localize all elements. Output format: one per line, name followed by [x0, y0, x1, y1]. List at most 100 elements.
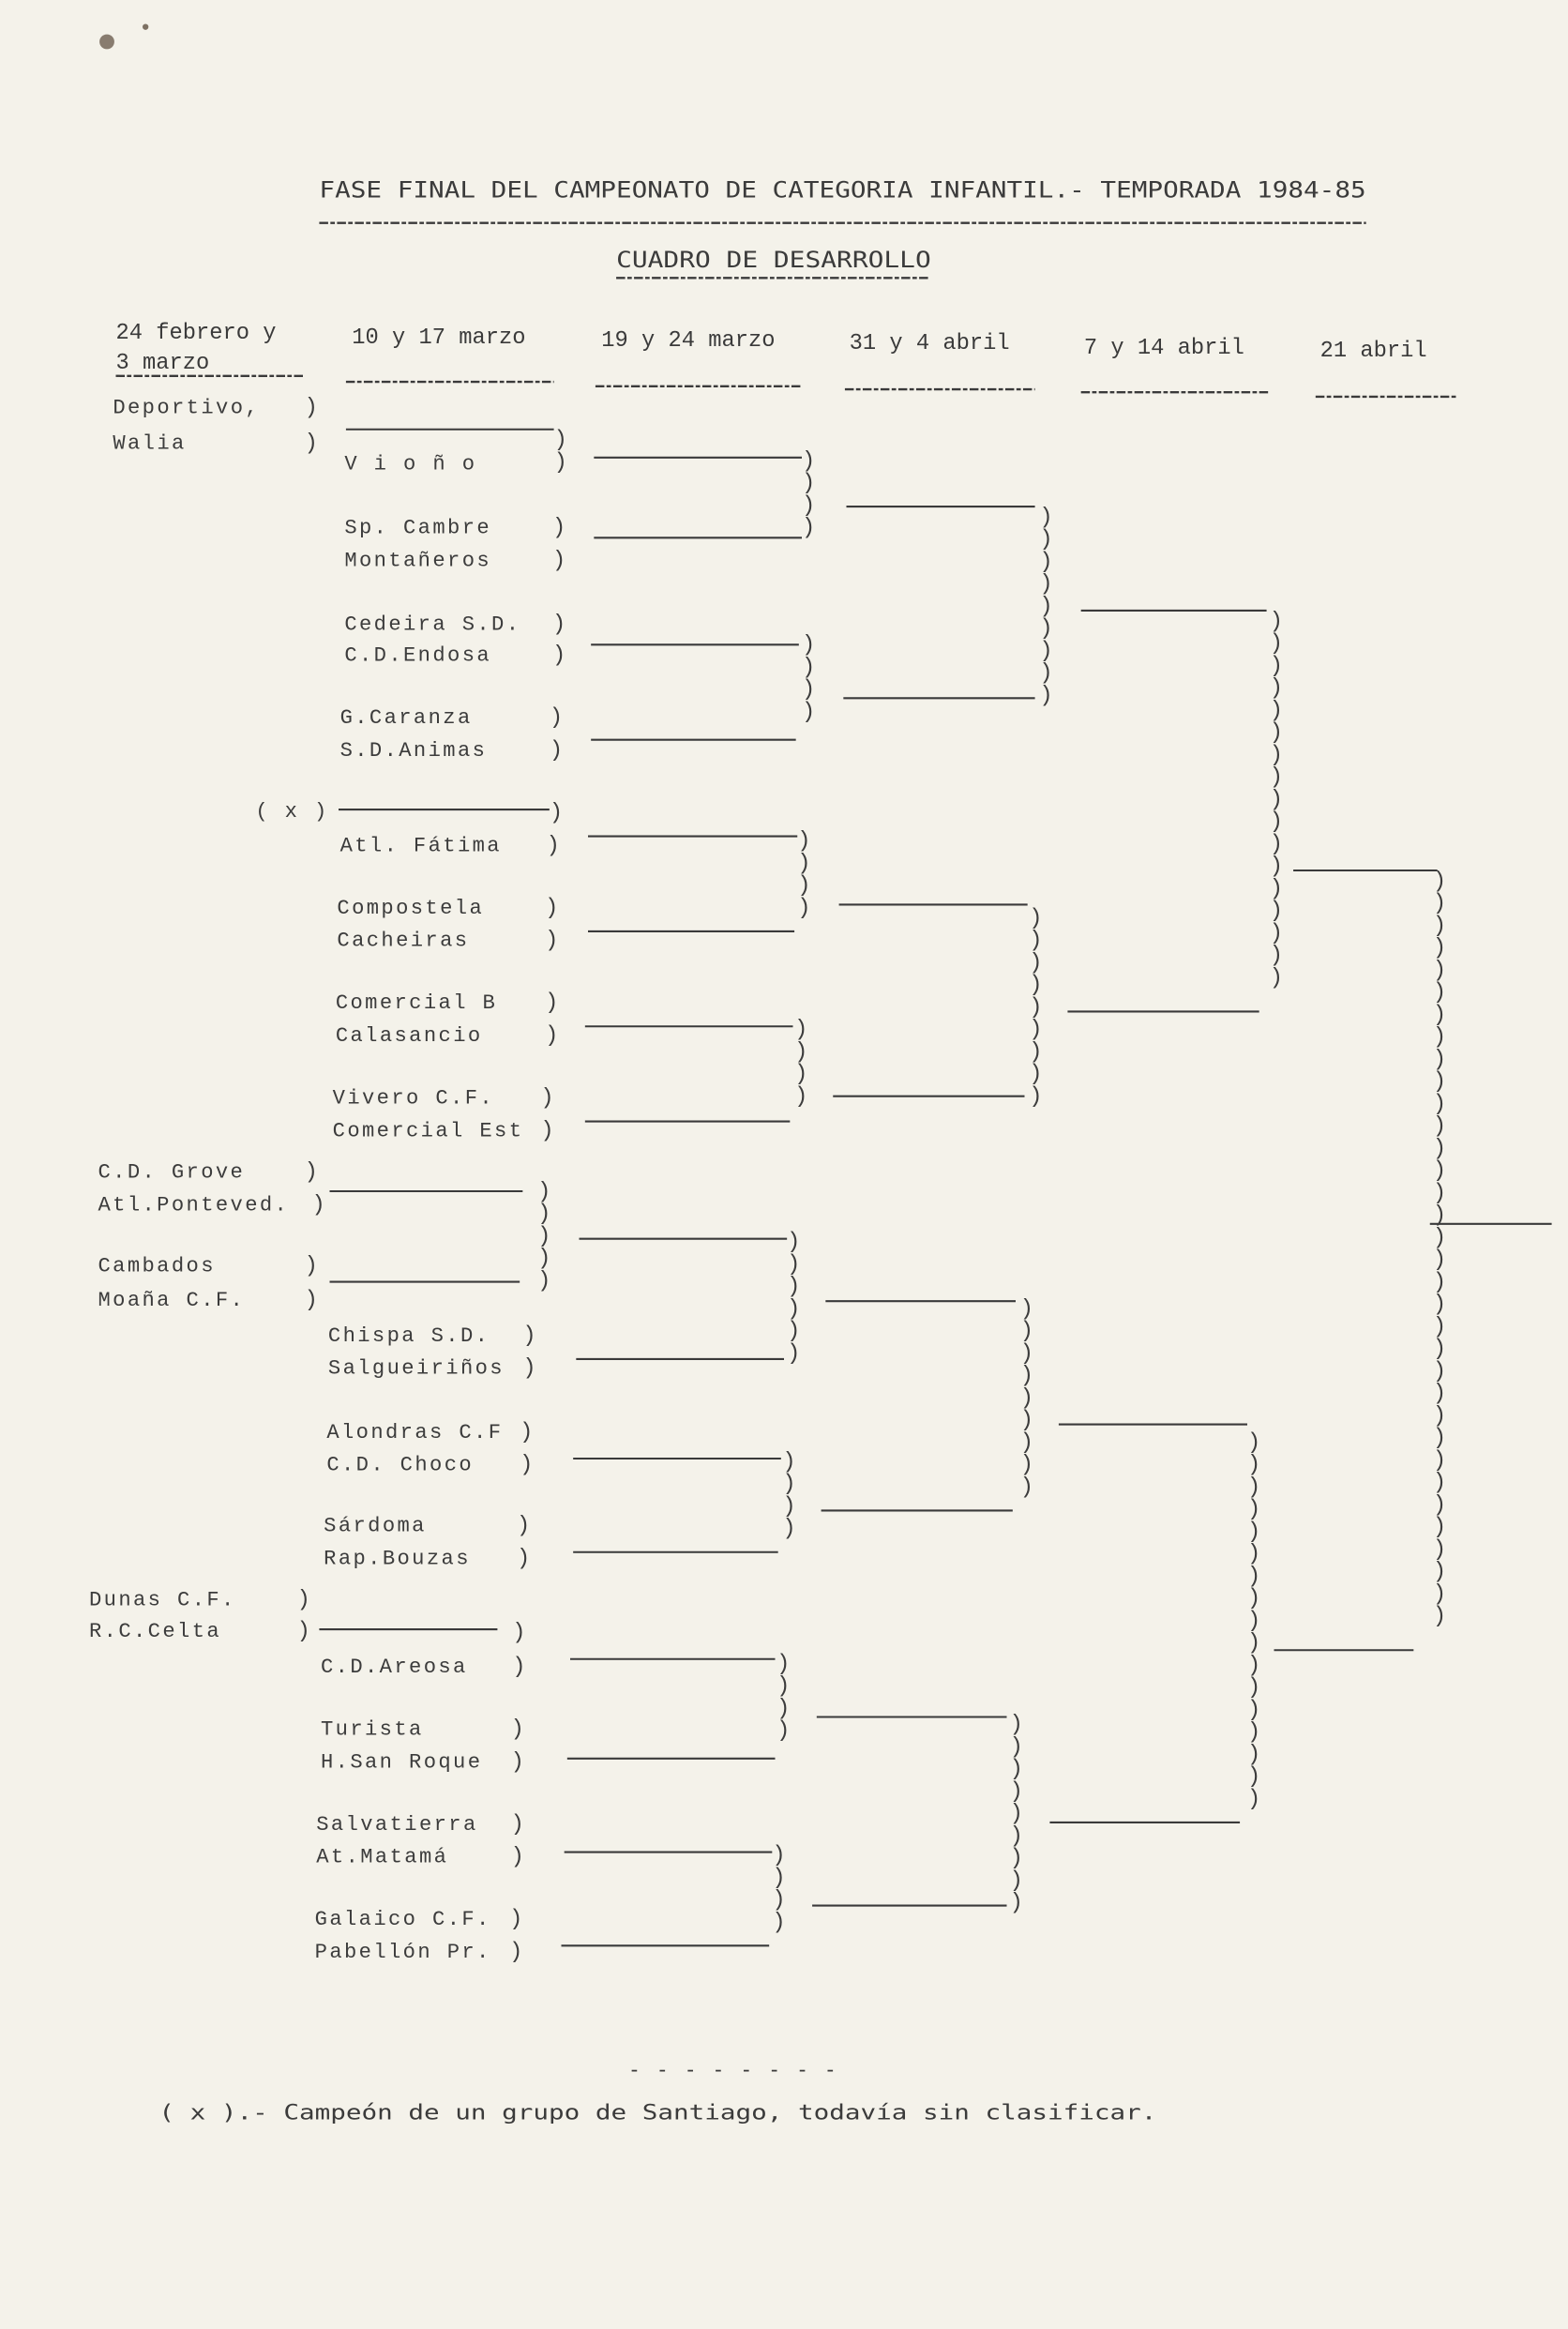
bracket-paren: ) — [1039, 506, 1052, 531]
bracket-paren: ) — [772, 1910, 785, 1935]
round-6-date: 21 abril — [1320, 339, 1427, 364]
bracket-paren: ) — [1270, 899, 1283, 924]
bracket-paren: ) — [1010, 1824, 1023, 1850]
bracket-paren: ) — [782, 1494, 795, 1520]
team-name: Moaña C.F. — [98, 1289, 246, 1312]
bracket-paren: ) — [1433, 1403, 1446, 1429]
team-name: Walia — [113, 431, 186, 455]
bracket-paren: ) — [1433, 1604, 1446, 1629]
team-name: G.Caranza — [340, 706, 473, 730]
bracket-paren: ) — [1433, 1136, 1446, 1161]
bracket-paren: ) — [1433, 1471, 1446, 1496]
bracket-paren: ) — [1029, 1040, 1042, 1066]
stain-mark — [143, 23, 149, 30]
bracket-paren: ) — [1247, 1764, 1260, 1790]
bracket-paren: ) — [1270, 609, 1283, 634]
bracket-paren: ) — [1029, 1084, 1042, 1110]
bracket-paren: ) — [1029, 1018, 1042, 1043]
bracket-paren: ) — [1247, 1698, 1260, 1723]
team-name: Cacheiras — [337, 930, 469, 953]
bracket-paren: ) — [1010, 1757, 1023, 1782]
team-name: C.D. Grove — [98, 1161, 246, 1185]
bracket-paren: ) — [550, 738, 563, 764]
bracket-paren: ) — [1433, 869, 1446, 894]
round-3-date: 19 y 24 marzo — [601, 328, 775, 354]
bracket-paren: ) — [305, 1160, 318, 1186]
bracket-paren: ) — [1270, 743, 1283, 768]
bracket-paren: ) — [537, 1202, 550, 1227]
team-name: Rap.Bouzas — [324, 1547, 471, 1570]
bracket-paren: ) — [517, 1514, 530, 1539]
bracket-paren: ) — [1433, 1003, 1446, 1028]
bracket-paren: ) — [1010, 1735, 1023, 1761]
round-5-date: 7 y 14 abril — [1084, 336, 1244, 361]
bracket-paren: ) — [1433, 1537, 1446, 1563]
stain-mark — [99, 34, 114, 50]
bracket-paren: ) — [550, 705, 563, 731]
bracket-paren: ) — [802, 677, 815, 703]
bracket-paren: ) — [1247, 1475, 1260, 1500]
bracket-paren: ) — [537, 1224, 550, 1249]
bracket-paren: ) — [1010, 1891, 1023, 1916]
bracket-paren: ) — [794, 1084, 807, 1110]
bracket-paren: ) — [787, 1252, 800, 1278]
team-name: C.D.Areosa — [321, 1656, 468, 1679]
bracket-paren: ) — [545, 929, 558, 954]
bracket-paren: ) — [1029, 906, 1042, 931]
bracket-paren: ) — [512, 1621, 525, 1646]
bracket-paren: ) — [1247, 1742, 1260, 1767]
bracket-paren: ) — [552, 612, 565, 638]
bracket-paren: ) — [1247, 1430, 1260, 1456]
bracket-paren: ) — [1433, 1426, 1446, 1451]
bracket-paren: ) — [511, 1812, 524, 1837]
bracket-lines — [319, 428, 1552, 1947]
bracket-paren: ) — [545, 1023, 558, 1049]
bracket-paren: ) — [1270, 654, 1283, 679]
bracket-paren: ) — [1433, 1337, 1446, 1362]
bracket-paren: ) — [511, 1749, 524, 1775]
bracket-paren: ) — [1433, 1382, 1446, 1407]
team-name: Dunas C.F. — [89, 1589, 236, 1612]
bracket-paren: ) — [305, 431, 318, 456]
team-name: Cambados — [98, 1255, 216, 1278]
bracket-paren: ) — [772, 1843, 785, 1868]
bracket-paren: ) — [1247, 1609, 1260, 1634]
bracket-paren: ) — [1433, 1069, 1446, 1095]
bracket-paren: ) — [1270, 965, 1283, 991]
bracket-paren: ) — [1039, 616, 1052, 642]
bracket-paren: ) — [552, 643, 565, 669]
bracket-paren: ) — [1270, 765, 1283, 791]
bracket-paren: ) — [797, 873, 810, 899]
bracket-paren: ) — [1433, 1293, 1446, 1318]
bracket-paren: ) — [1433, 891, 1446, 916]
bracket-paren: ) — [1433, 1581, 1446, 1607]
bracket-paren: ) — [297, 1619, 310, 1644]
bracket-paren: ) — [1039, 595, 1052, 620]
bracket-paren: ) — [1270, 698, 1283, 723]
bracket-paren: ) — [537, 1179, 550, 1204]
bracket-paren: ) — [554, 428, 567, 453]
bracket-paren: ) — [802, 633, 815, 658]
bracket-paren: ) — [545, 991, 558, 1016]
bracket-paren: ) — [802, 448, 815, 474]
team-name: H.San Roque — [321, 1750, 482, 1774]
bracket-paren: ) — [802, 700, 815, 725]
team-name: Alondras C.F — [326, 1421, 503, 1444]
bracket-paren: ) — [797, 896, 810, 921]
bracket-paren: ) — [552, 516, 565, 541]
team-list: Deportivo,)Walia)C.D. Grove)Atl.Ponteved… — [89, 395, 565, 1965]
bracket-paren: ) — [1020, 1319, 1033, 1344]
bracket-paren: ) — [802, 655, 815, 680]
bracket-paren: ) — [537, 1247, 550, 1272]
team-name: Salvatierra — [316, 1813, 477, 1837]
bracket-paren: ) — [545, 896, 558, 921]
bracket-paren: ) — [1039, 527, 1052, 552]
bracket-paren: ) — [1010, 1802, 1023, 1827]
bracket-paren: ) — [772, 1888, 785, 1913]
bracket-paren: ) — [1247, 1653, 1260, 1678]
bracket-paren: ) — [1433, 958, 1446, 983]
bracket-paren: ) — [547, 833, 560, 858]
team-name: Montañeros — [344, 549, 491, 572]
bracket-paren: ) — [1270, 944, 1283, 969]
bracket-paren: ) — [794, 1062, 807, 1087]
